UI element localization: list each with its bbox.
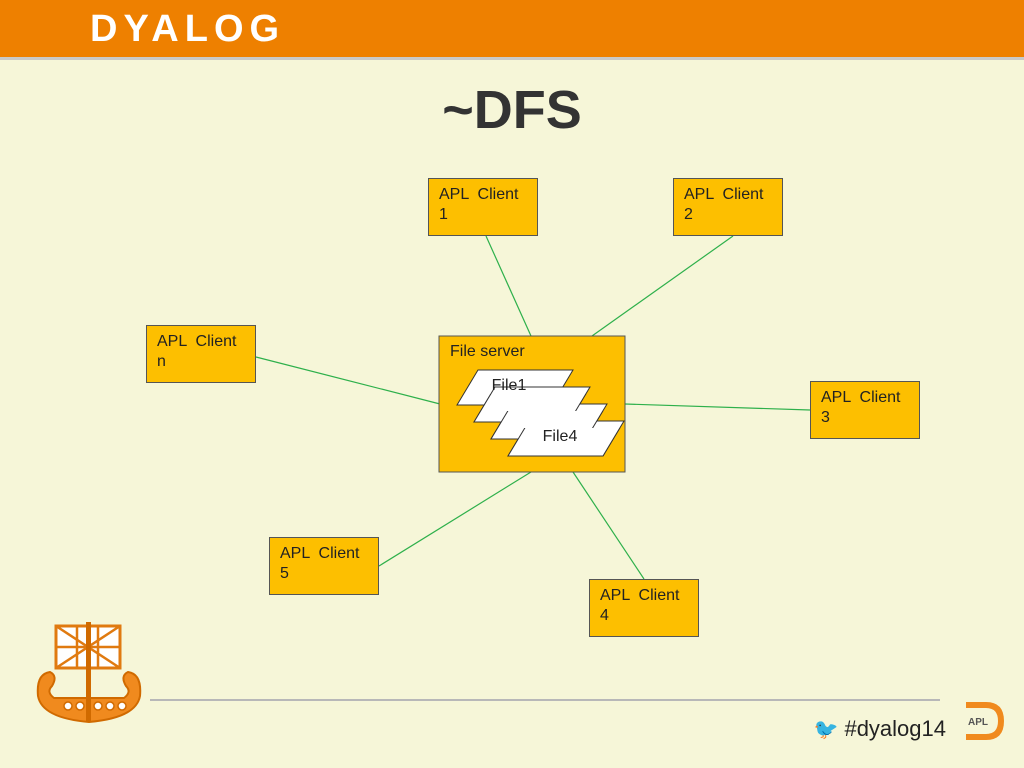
- edge-client-3: [624, 403, 811, 411]
- dyalog-logo: DYALOG: [90, 8, 286, 50]
- hashtag: 🐦#dyalog14: [814, 716, 946, 743]
- edge-client-1: [485, 235, 532, 337]
- client-3-line2: 3: [821, 409, 830, 426]
- file-label-4-top: File4: [542, 428, 578, 445]
- client-2-line1: APL Client: [684, 186, 764, 203]
- file-label-1: File1: [491, 377, 527, 394]
- slide-title: ~DFS: [442, 80, 582, 140]
- client-5-node: APL Client 5: [269, 537, 379, 595]
- hashtag-text: #dyalog14: [844, 716, 946, 741]
- apl-logo-text: APL: [968, 717, 988, 728]
- apl-logo-icon: APL: [966, 702, 1004, 740]
- client-3-line1: APL Client: [821, 389, 901, 406]
- viking-ship-icon: [36, 622, 142, 724]
- client-4-line2: 4: [600, 607, 609, 624]
- client-3-node: APL Client 3: [810, 381, 920, 439]
- client-n-node: APL Client n: [146, 325, 256, 383]
- client-n-line2: n: [157, 353, 166, 370]
- edge-client-2: [591, 235, 734, 337]
- client-1-line2: 1: [439, 206, 448, 223]
- client-2-node: APL Client 2: [673, 178, 783, 236]
- file-server-label: File server: [450, 343, 525, 360]
- edge-client-4: [572, 471, 645, 580]
- client-5-line2: 5: [280, 565, 289, 582]
- header-bar: DYALOG: [0, 0, 1024, 60]
- twitter-bird-icon: 🐦: [813, 719, 839, 741]
- client-1-node: APL Client 1: [428, 178, 538, 236]
- client-4-line1: APL Client: [600, 587, 680, 604]
- client-1-line1: APL Client: [439, 186, 519, 203]
- client-5-line1: APL Client: [280, 545, 360, 562]
- file-label-3: File3: [525, 411, 561, 428]
- client-2-line2: 2: [684, 206, 693, 223]
- client-n-line1: APL Client: [157, 333, 237, 350]
- client-4-node: APL Client 4: [589, 579, 699, 637]
- footer-divider: [150, 699, 940, 701]
- edge-client-n: [255, 356, 441, 405]
- file-label-2: File2: [508, 394, 544, 411]
- edge-client-5: [378, 471, 532, 567]
